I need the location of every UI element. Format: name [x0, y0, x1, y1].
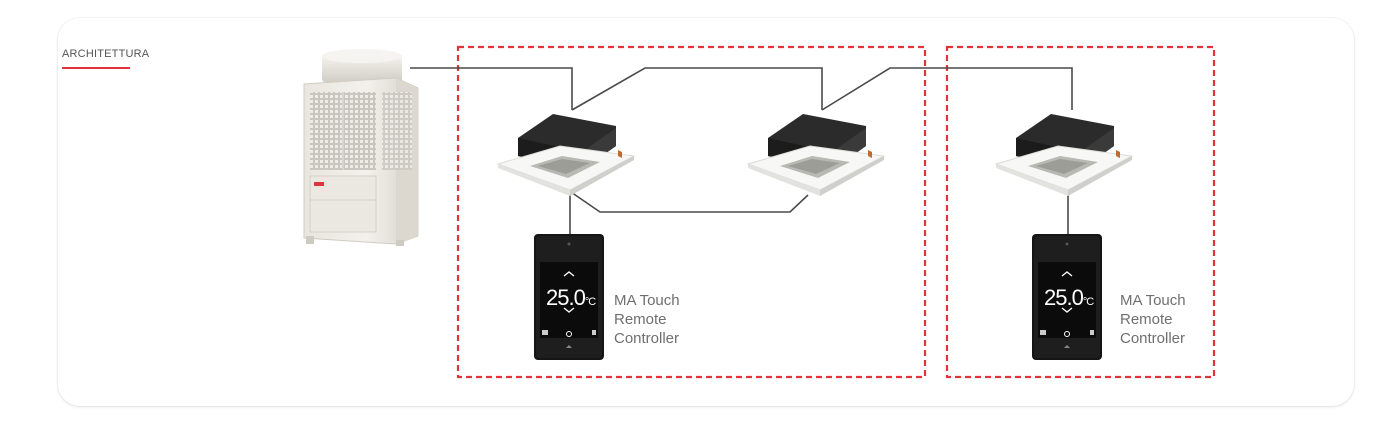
cassette-unit-icon: [994, 114, 1134, 196]
group-box-1: [456, 45, 927, 379]
controller-label-line: MA Touch: [614, 292, 680, 309]
cassette-unit-icon: [746, 114, 886, 196]
controller-1-label: MA Touch Remote Controller: [614, 291, 680, 348]
wiring: [410, 67, 1073, 235]
controller-label-line: Controller: [614, 330, 680, 347]
section-title-underline: [62, 67, 130, 69]
remote-controller-icon: [1032, 234, 1102, 360]
controller-1-temperature: 25.0°C: [546, 285, 596, 311]
temperature-unit: °C: [584, 296, 596, 308]
controller-label-line: Controller: [1120, 330, 1186, 347]
outdoor-unit-icon: [303, 49, 419, 246]
controller-label-line: Remote: [614, 311, 667, 328]
temperature-value: 25.0: [1044, 285, 1084, 310]
section-title: ARCHITETTURA: [62, 48, 150, 60]
controller-label-line: MA Touch: [1120, 292, 1186, 309]
controller-label-line: Remote: [1120, 311, 1173, 328]
controller-2-temperature: 25.0°C: [1044, 285, 1094, 311]
controller-2-label: MA Touch Remote Controller: [1120, 291, 1186, 348]
group-box-2: [945, 45, 1216, 379]
remote-controller-icon: [534, 234, 604, 360]
temperature-value: 25.0: [546, 285, 586, 310]
temperature-unit: °C: [1082, 296, 1094, 308]
cassette-unit-icon: [496, 114, 636, 196]
